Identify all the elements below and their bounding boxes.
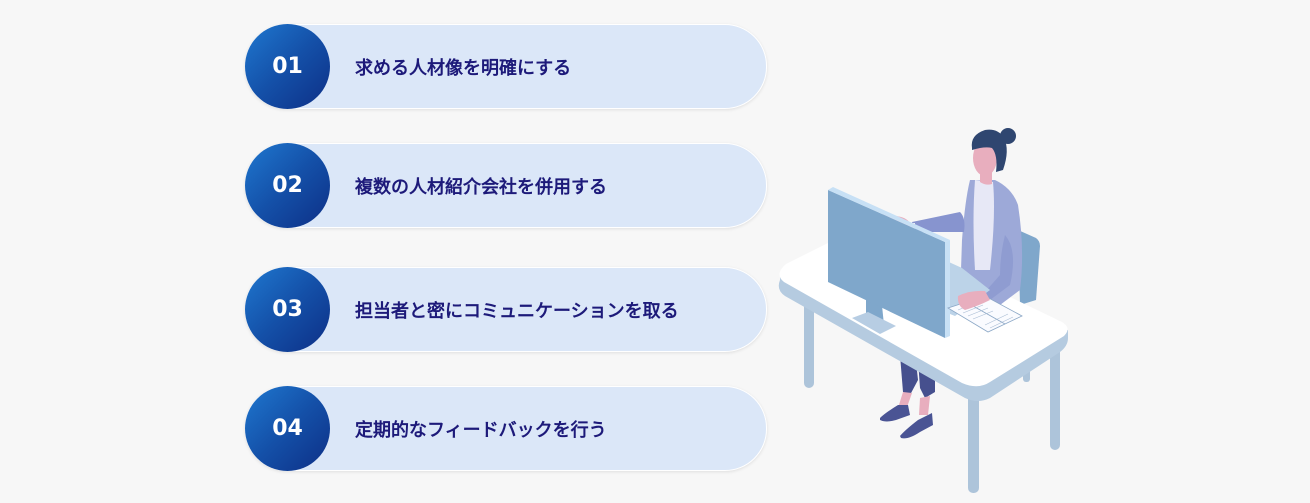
- step-pill: [245, 386, 767, 471]
- step-item-02: 02 複数の人材紹介会社を併用する: [245, 143, 767, 228]
- step-item-04: 04 定期的なフィードバックを行う: [245, 386, 767, 471]
- step-number: 01: [272, 54, 303, 79]
- step-number-badge: 02: [245, 143, 330, 228]
- step-pill: [245, 143, 767, 228]
- step-label: 複数の人材紹介会社を併用する: [355, 176, 607, 198]
- step-number: 03: [272, 297, 303, 322]
- step-number-badge: 04: [245, 386, 330, 471]
- step-label: 担当者と密にコミュニケーションを取る: [355, 300, 679, 322]
- step-pill: [245, 24, 767, 109]
- step-number: 04: [272, 416, 303, 441]
- step-item-03: 03 担当者と密にコミュニケーションを取る: [245, 267, 767, 352]
- step-label: 定期的なフィードバックを行う: [355, 419, 607, 441]
- step-number-badge: 01: [245, 24, 330, 109]
- step-number-badge: 03: [245, 267, 330, 352]
- step-item-01: 01 求める人材像を明確にする: [245, 24, 767, 109]
- person-at-computer-icon: [770, 120, 1080, 499]
- step-label: 求める人材像を明確にする: [355, 57, 572, 79]
- step-number: 02: [272, 173, 303, 198]
- step-pill: [245, 267, 767, 352]
